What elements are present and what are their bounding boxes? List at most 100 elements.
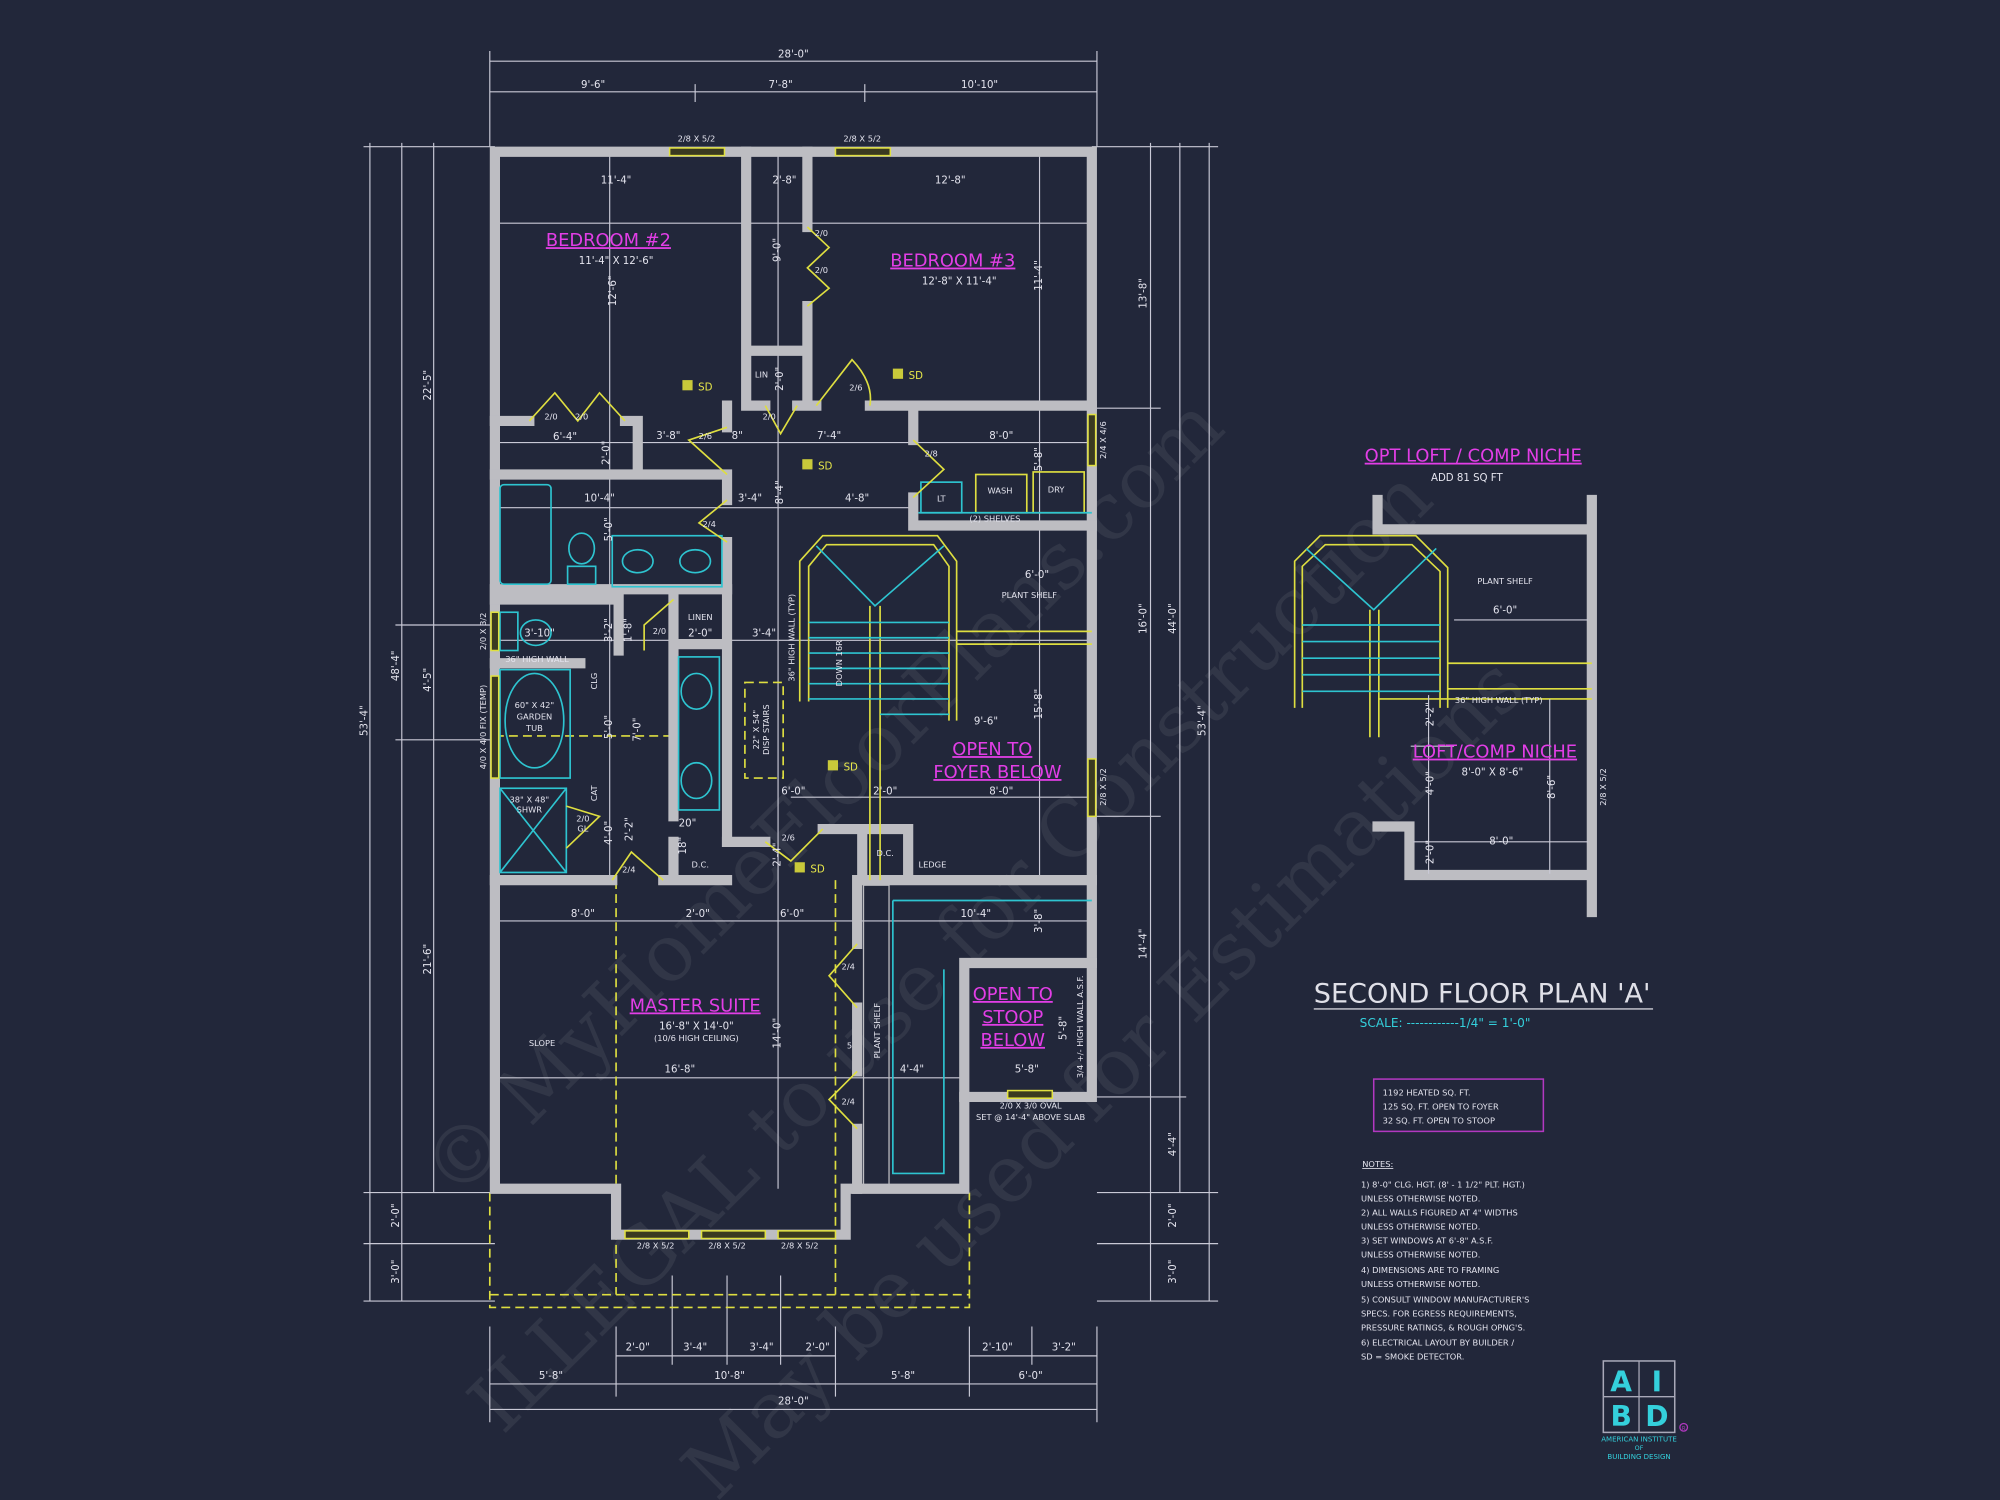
label: 3'-8": [656, 431, 680, 442]
label: 9'-6": [581, 80, 605, 91]
label: 125 SQ. FT. OPEN TO FOYER: [1383, 1102, 1499, 1112]
label: SD: [810, 864, 824, 875]
smoke-detector-icon: SD: [802, 459, 833, 472]
label: I: [1652, 1366, 1662, 1399]
interior-dimensions: 11'-4" 2'-8" 12'-8" 12'-6" 9'-0" 11'-4" …: [524, 176, 1069, 1076]
label: BUILDING DESIGN: [1607, 1452, 1670, 1461]
label: 2/8 X 5/2: [1098, 768, 1108, 806]
label: 2'-0": [391, 1203, 402, 1227]
label: 2/0: [653, 626, 666, 636]
smoke-detector-icon: SD: [794, 862, 825, 875]
label: 6) ELECTRICAL LAYOUT BY BUILDER /: [1361, 1338, 1514, 1348]
label: UNLESS OTHERWISE NOTED.: [1361, 1279, 1480, 1289]
label: 2/4: [842, 1097, 855, 1107]
label: 28'-0": [778, 1396, 809, 1407]
label: 6'-0": [780, 909, 804, 920]
label: 11'-4": [1034, 260, 1045, 291]
label: 6'-0": [781, 787, 805, 798]
plan-title: SECOND FLOOR PLAN 'A': [1314, 979, 1651, 1010]
label: 2'-0": [686, 909, 710, 920]
label: UNLESS OTHERWISE NOTED.: [1361, 1222, 1480, 1232]
loft-niche-name: LOFT/COMP NICHE: [1413, 742, 1577, 763]
label: 60" X 42": [515, 700, 555, 710]
label: GARDEN: [517, 711, 553, 721]
room-name-bedroom3: BEDROOM #3: [890, 251, 1015, 272]
room-size-master: 16'-8" X 14'-0": [659, 1021, 734, 1032]
label: 8'-0": [989, 431, 1013, 442]
doors: [528, 226, 946, 1130]
label: 16'-0": [1139, 603, 1150, 634]
label: SD: [818, 461, 832, 472]
label: LT: [937, 493, 946, 503]
label: 16'-8": [665, 1065, 696, 1076]
room-name-master: MASTER SUITE: [630, 995, 761, 1016]
label: 3'-2": [1052, 1343, 1076, 1354]
label: 10'-8": [714, 1371, 745, 1382]
label: 2/0 X 3/2: [478, 613, 488, 651]
label: 3'-2": [604, 618, 615, 642]
plant-shelf-hatch: [862, 884, 890, 1187]
label: 4'-4": [1168, 1132, 1179, 1156]
label: 2/0: [815, 228, 828, 238]
label: 2'-0": [1426, 840, 1437, 864]
label: 5'-8": [1034, 447, 1045, 471]
label: 7'-4": [817, 431, 841, 442]
master-ceiling-note: (10/6 HIGH CEILING): [654, 1033, 739, 1043]
label: 3'-4": [752, 628, 776, 639]
label: SD = SMOKE DETECTOR.: [1361, 1352, 1464, 1362]
label: 5'-8": [1058, 1016, 1069, 1040]
label: 7'-8": [769, 80, 793, 91]
label: UNLESS OTHERWISE NOTED.: [1361, 1250, 1480, 1260]
label: 9'-0": [773, 238, 784, 262]
window-labels: 2/8 X 5/2 2/8 X 5/2 2/4 X 4/6 2/8 X 5/2 …: [478, 134, 1108, 1251]
label: 22'-5": [423, 370, 434, 401]
label: 8'-0": [1489, 836, 1513, 847]
smoke-detectors: SD SD SD SD SD: [682, 368, 923, 875]
title-block: SECOND FLOOR PLAN 'A' SCALE: -----------…: [1313, 979, 1654, 1030]
label: GL: [577, 824, 588, 834]
label: 5'-0": [604, 517, 615, 541]
label: 4'-0": [604, 821, 615, 845]
label: 4'-4": [900, 1065, 924, 1076]
label: UNLESS OTHERWISE NOTED.: [1361, 1194, 1480, 1204]
label: 2/8 X 5/2: [1598, 768, 1608, 806]
label: PLANT SHELF: [1477, 576, 1533, 586]
label: 21'-6": [423, 944, 434, 975]
label: 8": [732, 431, 743, 442]
label: 2/6: [699, 431, 712, 441]
label: 1192 HEATED SQ. FT.: [1383, 1088, 1471, 1098]
label: SD: [698, 382, 712, 393]
label: 5'-8": [1015, 1065, 1039, 1076]
label: 1'-8": [623, 618, 634, 642]
plan-labels: LIN WASH DRY LT (2) SHELVES PLANT SHELF …: [505, 370, 1085, 1122]
area-summary-box: 1192 HEATED SQ. FT. 125 SQ. FT. OPEN TO …: [1372, 1078, 1545, 1133]
label: SLOPE: [529, 1038, 555, 1048]
label: 2/6: [782, 833, 795, 843]
label: LEDGE: [918, 859, 946, 869]
label: LIN: [755, 370, 768, 380]
open-to-foyer-label: FOYER BELOW: [933, 762, 1061, 783]
smoke-detector-icon: SD: [827, 760, 858, 773]
label: PLANT SHELF: [1002, 590, 1058, 600]
label: 2'-0": [602, 441, 613, 465]
label: DISP STAIRS: [761, 704, 771, 755]
label: 11'-4": [601, 176, 632, 187]
label: 2'-0": [775, 367, 786, 391]
label: NOTES:: [1362, 1159, 1393, 1169]
label: SHWR: [517, 804, 543, 814]
label: 4'-5": [423, 668, 434, 692]
label: PLANT SHELF: [872, 1003, 882, 1059]
exterior-dimensions: 28'-0" 9'-6" 7'-8" 10'-10" 53'-4" 48'-4"…: [359, 49, 1208, 1407]
label: R: [1682, 1426, 1686, 1432]
label: 5) CONSULT WINDOW MANUFACTURER'S: [1361, 1294, 1529, 1304]
label: 2'-2": [625, 817, 636, 841]
label: 36" HIGH WALL (TYP): [787, 594, 797, 682]
label: DOWN 16R: [834, 640, 844, 686]
label: 6'-4": [553, 432, 577, 443]
label: 2/0 X 3/0 OVAL: [1000, 1100, 1062, 1110]
dashed-lines: [488, 681, 971, 1309]
label: ADD 81 SQ FT: [1431, 473, 1504, 484]
label: OF: [1635, 1444, 1644, 1452]
label: 3'-4": [749, 1343, 773, 1354]
